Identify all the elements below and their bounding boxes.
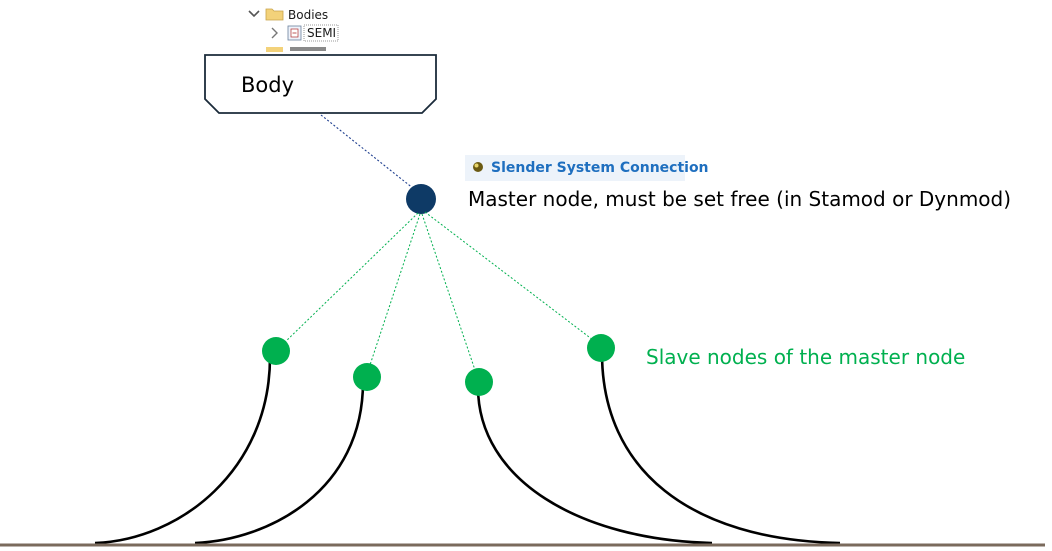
connection-label[interactable]: Slender System Connection	[465, 155, 709, 181]
chevron-down-icon[interactable]	[248, 10, 260, 18]
body-master-link	[320, 114, 415, 190]
slave-node-3[interactable]	[465, 368, 493, 396]
chevron-right-icon[interactable]	[271, 27, 278, 39]
tree-item-bodies[interactable]: Bodies	[248, 8, 328, 22]
connection-bullet-icon	[473, 162, 483, 172]
slave-nodes-label: Slave nodes of the master node	[646, 345, 965, 369]
slave-link-4	[424, 211, 594, 341]
slave-node-1[interactable]	[262, 337, 290, 365]
connection-label-bg	[465, 155, 685, 181]
folder-icon	[266, 47, 283, 52]
tree-label-semi: SEMI	[307, 26, 336, 40]
tree-label-bodies: Bodies	[288, 8, 328, 22]
slave-node-4[interactable]	[587, 334, 615, 362]
slave-node-2[interactable]	[353, 363, 381, 391]
body-box-label: Body	[241, 73, 294, 97]
slender-line-1[interactable]	[94, 356, 272, 545]
connection-label-text: Slender System Connection	[491, 160, 709, 176]
tree-text-fragment	[290, 47, 326, 51]
folder-icon	[265, 8, 284, 21]
slender-line-3[interactable]	[476, 386, 713, 545]
selection-highlight	[303, 24, 339, 42]
slave-nodes	[262, 334, 615, 396]
slender-line-4[interactable]	[600, 352, 841, 545]
slave-link-2	[369, 213, 421, 366]
master-node-label: Master node, must be set free (in Stamod…	[468, 187, 1011, 211]
slender-lines	[94, 352, 841, 545]
slender-line-2[interactable]	[194, 381, 365, 545]
body-box-shape	[204, 54, 437, 114]
body-icon	[287, 25, 302, 41]
slave-link-1	[282, 212, 419, 345]
body-box[interactable]: Body	[204, 54, 437, 114]
tree-item-semi[interactable]: SEMI	[271, 24, 339, 42]
model-tree: Bodies SEMI	[248, 8, 339, 52]
master-node[interactable]	[406, 184, 436, 214]
slave-links	[282, 211, 594, 371]
slave-link-3	[421, 213, 476, 371]
